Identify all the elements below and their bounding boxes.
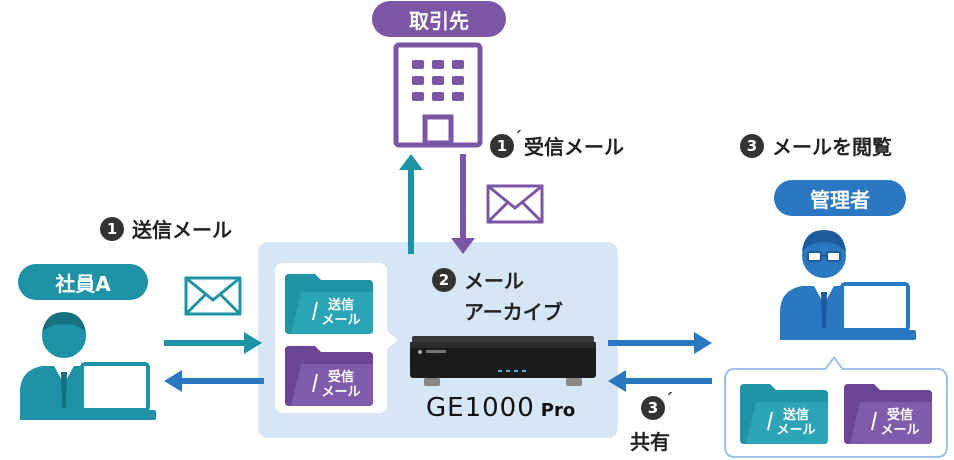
received-mail-icon [486, 184, 544, 224]
arrow-to-admin [608, 332, 712, 354]
step-1-badge: 1 [100, 216, 124, 241]
building-icon [393, 42, 483, 148]
arrow-to-archive [164, 332, 262, 354]
sent-folder-label: 送信 メール [313, 298, 369, 328]
step-view-label: 3 メールを閲覧 [740, 131, 892, 160]
step-receive-label: 1´ 受信メール [490, 128, 624, 160]
admin-received-folder-icon [844, 384, 932, 444]
admin-received-folder-line1: 受信 [886, 408, 913, 423]
received-folder-line1: 受信 [327, 370, 354, 385]
sent-folder-line1: 送信 [327, 298, 354, 313]
partner-pill: 取引先 [372, 1, 506, 37]
admin-sent-folder-line1: 送信 [782, 408, 809, 423]
step-1prime-mark: ´ [514, 127, 522, 147]
step-view-text: メールを閲覧 [772, 135, 892, 159]
admin-received-folder-line2: メール [880, 423, 920, 438]
received-folder-line2: メール [321, 385, 361, 400]
sent-mail-icon [184, 276, 242, 316]
folder-card-pointer [386, 330, 398, 350]
step-send-label: 1 送信メール [100, 214, 232, 243]
product-suffix: Pro [540, 400, 576, 421]
employee-pill: 社員A [18, 264, 148, 300]
arrow-from-archive [164, 370, 264, 392]
step-3prime-badge: 3´ [641, 390, 673, 420]
admin-folder-box-pointer-inner [826, 359, 842, 370]
received-folder-label: 受信 メール [313, 370, 369, 400]
admin-received-folder-label: 受信 メール [872, 408, 928, 438]
sent-folder-line2: メール [321, 313, 361, 328]
step-archive-line1: メール [464, 269, 524, 293]
step-2-badge: 2 [432, 267, 456, 292]
admin-sent-folder-label: 送信 メール [768, 408, 824, 438]
step-send-text: 送信メール [132, 218, 232, 242]
step-share-label: 3´ 共有 [630, 390, 673, 455]
received-folder-icon [285, 346, 373, 406]
step-archive-label: 2 メール アーカイブ [432, 265, 563, 325]
product-name: GE1000 [426, 393, 535, 423]
admin-sent-folder-line2: メール [776, 423, 816, 438]
step-3prime-mark: ´ [665, 390, 673, 409]
admin-sent-folder-icon [740, 384, 828, 444]
step-archive-line2: アーカイブ [464, 300, 563, 324]
arrow-from-admin [608, 370, 712, 392]
ge1000-device-icon [410, 336, 596, 386]
product-logo: GE1000 Pro [426, 393, 575, 427]
up-arrow [399, 154, 423, 254]
sent-folder-icon [285, 274, 373, 334]
step-share-text: 共有 [630, 430, 670, 454]
employee-icon [20, 312, 156, 420]
step-3-badge: 3 [740, 133, 764, 158]
step-1prime-badge: 1´ [490, 128, 522, 158]
step-receive-text: 受信メール [524, 135, 624, 159]
admin-pill: 管理者 [774, 180, 906, 216]
down-arrow [451, 154, 475, 254]
admin-icon [780, 230, 916, 340]
